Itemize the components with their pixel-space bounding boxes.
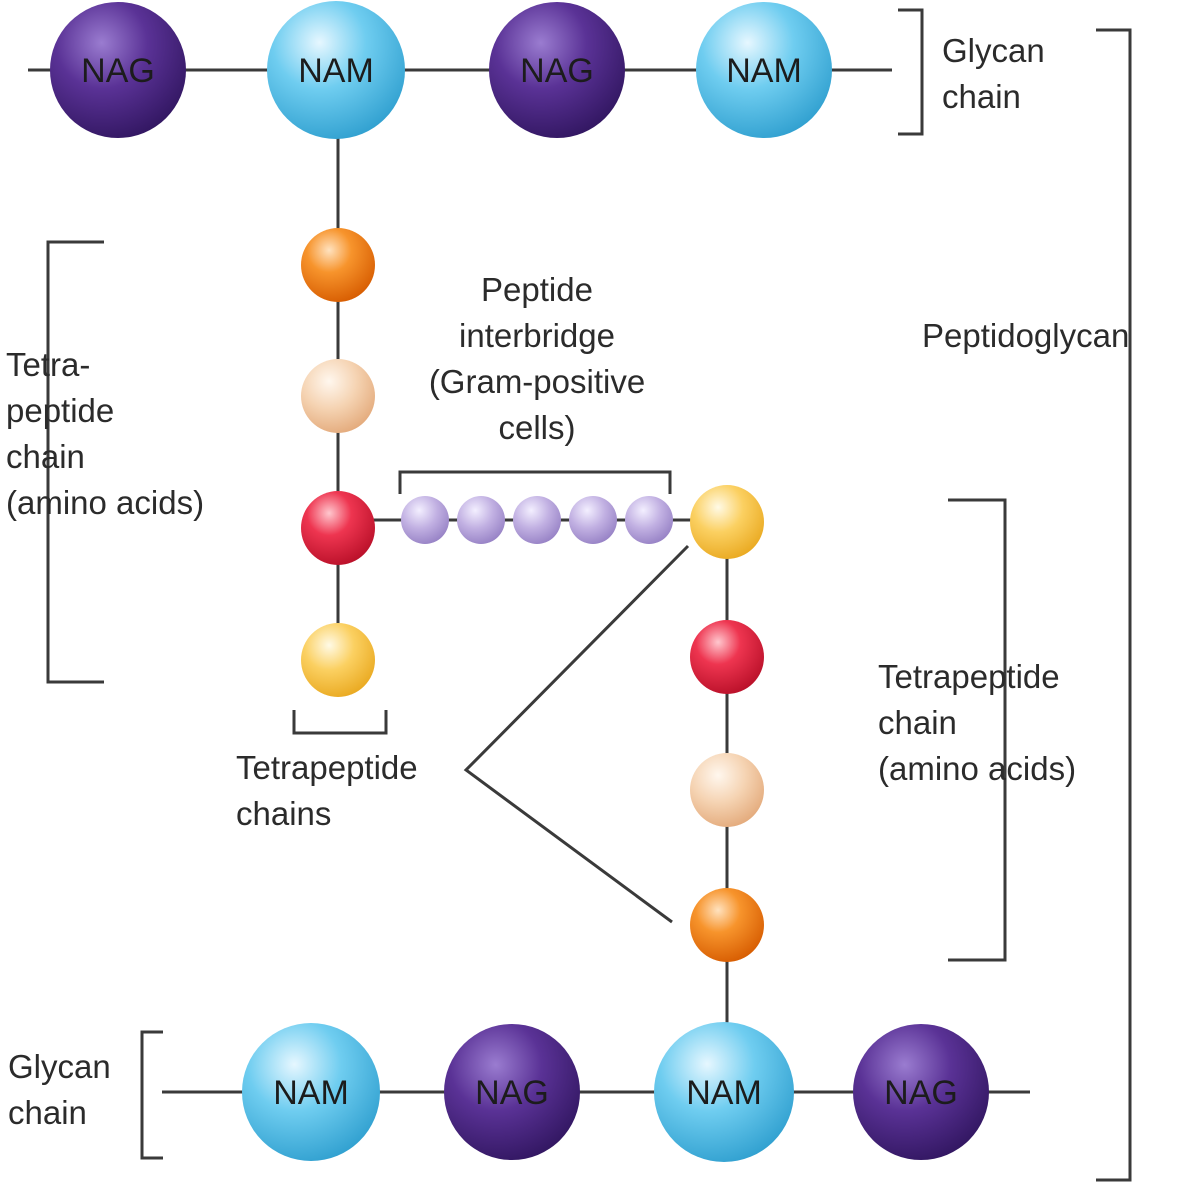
bottom-glycan-bracket (140, 1030, 163, 1160)
interbridge-amino-acid (457, 496, 505, 544)
nam-sugar: NAM (696, 2, 832, 138)
amino-acid-peach (301, 359, 375, 433)
label-line: (Gram-positive (428, 363, 646, 400)
bottom-glycan-label: Glycan chain (8, 1044, 111, 1136)
label-line: Peptidoglycan (922, 317, 1130, 354)
amino-acid-orange (301, 228, 375, 302)
amino-acid-yellow (690, 485, 764, 559)
label-line: chain (8, 1094, 87, 1131)
label-line: chain (6, 438, 85, 475)
nag-sugar: NAG (50, 2, 186, 138)
label-line: chain (878, 704, 957, 741)
top-glycan-bracket (898, 8, 924, 136)
label-line: Tetrapeptide (878, 658, 1060, 695)
right-tetrapeptide-label: Tetrapeptide chain (amino acids) (878, 654, 1076, 792)
svg-text:NAM: NAM (298, 52, 374, 90)
label-line: peptide (6, 392, 115, 429)
right-tetrapeptide-bracket (948, 498, 1007, 962)
svg-text:NAG: NAG (884, 1074, 958, 1112)
peptidoglycan-bracket (1096, 28, 1132, 1182)
top-glycan-label: Glycan chain (942, 28, 1045, 120)
nam-sugar: NAM (242, 1023, 380, 1161)
peptidoglycan-label: Peptidoglycan (922, 313, 1129, 359)
amino-acid-yellow (301, 623, 375, 697)
amino-acid-red (301, 491, 375, 565)
nag-sugar: NAG (853, 1024, 989, 1160)
label-line: interbridge (459, 317, 615, 354)
label-line: Tetrapeptide (236, 749, 418, 786)
interbridge-amino-acid (401, 496, 449, 544)
label-line: Peptide (481, 271, 593, 308)
left-tetrapeptide-label: Tetra- peptide chain (amino acids) (6, 342, 204, 526)
svg-text:NAG: NAG (81, 52, 155, 90)
svg-text:NAG: NAG (520, 52, 594, 90)
nam-sugar: NAM (267, 1, 405, 139)
label-line: chain (942, 78, 1021, 115)
brackets (46, 8, 1132, 1182)
right-tetrapeptide-chain (690, 485, 764, 962)
interbridge-amino-acid (569, 496, 617, 544)
label-line: cells) (498, 409, 576, 446)
interbridge-amino-acid (513, 496, 561, 544)
svg-text:NAG: NAG (475, 1074, 549, 1112)
label-line: Tetra- (6, 346, 91, 383)
amino-acid-orange (690, 888, 764, 962)
label-line: chains (236, 795, 332, 832)
svg-text:NAM: NAM (726, 52, 802, 90)
label-line: (amino acids) (6, 484, 205, 521)
connector-lines (28, 68, 1030, 1094)
tetrapeptide-chains-label: Tetrapeptide chains (236, 745, 418, 837)
interbridge-amino-acid (625, 496, 673, 544)
svg-text:NAM: NAM (273, 1074, 349, 1112)
nam-sugar: NAM (654, 1022, 794, 1162)
svg-text:NAM: NAM (686, 1074, 762, 1112)
label-line: Glycan (942, 32, 1045, 69)
left-tetrapeptide-chain (301, 228, 375, 697)
interbridge-label: Peptide interbridge (Gram-positive cells… (405, 267, 669, 451)
label-line: Glycan (8, 1048, 111, 1085)
top-glycan-chain: NAG NAM NAG NAM (50, 1, 832, 139)
nag-sugar: NAG (444, 1024, 580, 1160)
tetrapeptide-chains-bracket (292, 710, 388, 735)
peptide-interbridge (401, 496, 673, 544)
label-line: (amino acids) (878, 750, 1077, 787)
amino-acid-red (690, 620, 764, 694)
interbridge-bracket (398, 470, 672, 494)
bottom-glycan-chain: NAM NAG NAM NAG (242, 1022, 989, 1162)
nag-sugar: NAG (489, 2, 625, 138)
amino-acid-peach (690, 753, 764, 827)
left-tetrapeptide-bracket (46, 240, 104, 684)
tetrapeptide-pointer (463, 544, 690, 924)
